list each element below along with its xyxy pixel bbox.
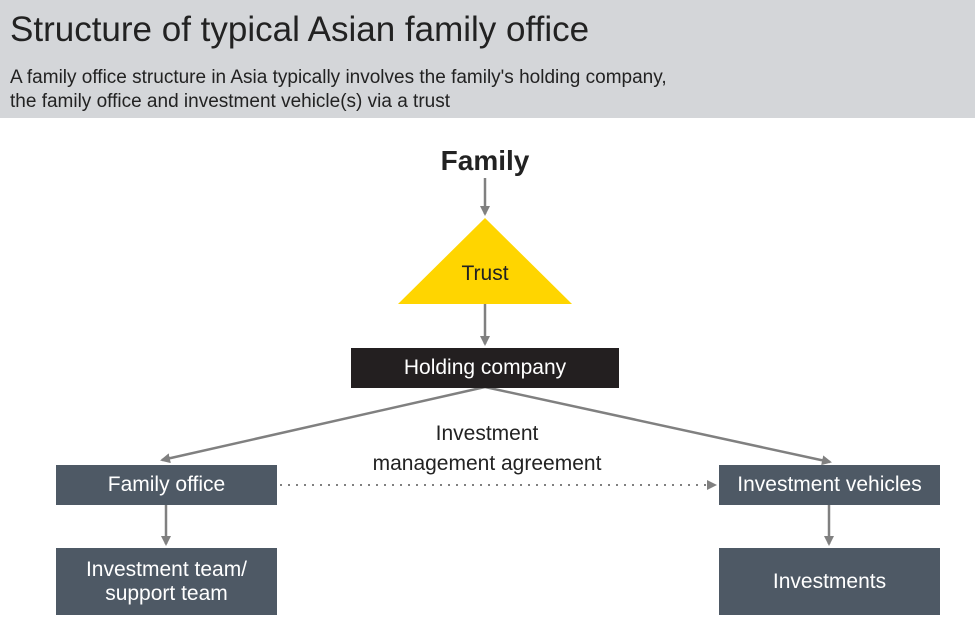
family-label: Family (440, 145, 530, 176)
investment-vehicles-box: Investment vehicles (719, 465, 940, 505)
investments-label: Investments (772, 569, 887, 593)
family-office-label: Family office (107, 473, 226, 496)
page-title: Structure of typical Asian family office (10, 10, 590, 49)
trust-label: Trust (461, 262, 509, 285)
investment-vehicles-label: Investment vehicles (737, 473, 922, 496)
holding-company-label: Holding company (403, 356, 567, 379)
investments-box: Investments (719, 548, 940, 615)
family-office-box: Family office (56, 465, 277, 505)
subtitle-line-2: the family office and investment vehicle… (10, 91, 451, 112)
header-band: Structure of typical Asian family office… (0, 0, 975, 118)
investment-team-line-1: Investment team/ (85, 557, 248, 581)
trust-triangle (398, 218, 572, 304)
subtitle-line-1: A family office structure in Asia typica… (10, 67, 667, 88)
investment-team-line-2: support team (105, 581, 228, 605)
page-subtitle: A family office structure in Asia typica… (10, 66, 667, 114)
agreement-line-1: Investment (435, 422, 539, 445)
agreement-line-2: management agreement (372, 452, 602, 475)
investment-team-box: Investment team/ support team (56, 548, 277, 615)
arrow-holding-to-family-office (160, 385, 486, 464)
holding-company-box: Holding company (351, 348, 619, 388)
agreement-label: Investment management agreement (337, 419, 637, 479)
arrow-holding-to-investment-vehicles (484, 385, 832, 466)
